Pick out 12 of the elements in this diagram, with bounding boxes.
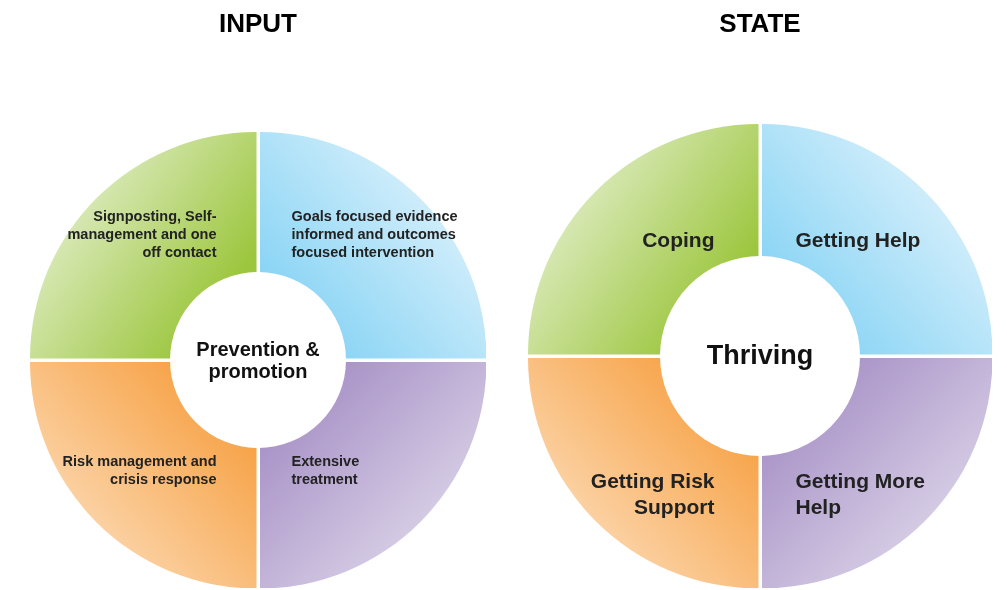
center-label: Prevention & promotion (195, 338, 321, 382)
quadrant-label: Signposting, Self-management and one off contact (66, 206, 217, 261)
quadrant-label: Goals focused evidence informed and outcomes focused intervention (291, 206, 459, 261)
quadrant-label: Extensive treatment (291, 452, 361, 489)
quadrant-label: Risk management and crisis response (61, 452, 217, 489)
quadrant-label: Getting Help (795, 226, 922, 253)
wheel-heading: STATE (718, 8, 802, 39)
quadrant-label: Getting More Help (795, 468, 926, 521)
center-label: Thriving (706, 341, 814, 371)
quadrant-label: Coping (641, 226, 715, 253)
quadrant-label: Getting Risk Support (589, 468, 715, 521)
wheel-heading: INPUT (218, 8, 298, 39)
